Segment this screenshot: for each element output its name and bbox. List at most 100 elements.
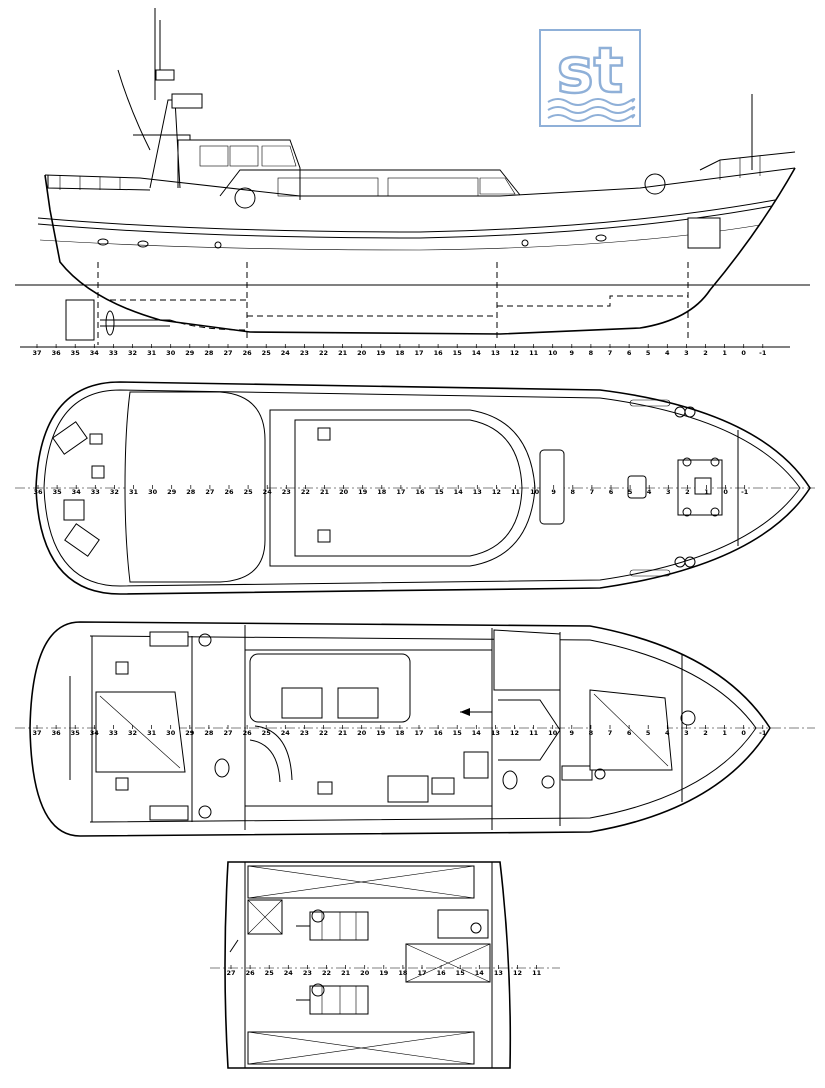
frame-number: 20 <box>357 349 367 357</box>
frame-number: 7 <box>608 729 613 737</box>
generator <box>437 909 489 939</box>
frame-number: 20 <box>360 969 370 977</box>
frame-number: 31 <box>147 349 157 357</box>
frame-number: 28 <box>204 349 214 357</box>
wheelhouse-window <box>261 145 297 167</box>
deck-chair <box>64 523 100 557</box>
frame-number: 17 <box>417 969 426 977</box>
rubbing-strake <box>37 199 776 233</box>
frame-number: 31 <box>129 488 139 496</box>
aft-bulwark <box>47 175 151 191</box>
washbasin <box>541 775 555 789</box>
saloon-window <box>277 177 379 197</box>
rubbing-strake-lower <box>37 205 773 239</box>
frame-number: 17 <box>414 349 423 357</box>
generator-pulley <box>470 922 482 934</box>
frame-number: 29 <box>185 349 195 357</box>
companionway-stair <box>249 739 281 783</box>
generator-tank <box>405 943 491 983</box>
frame-number: -1 <box>759 349 767 357</box>
nightstand <box>115 777 129 791</box>
frame-number: 6 <box>627 349 632 357</box>
frame-number: 16 <box>434 729 444 737</box>
frame-number: 18 <box>395 349 405 357</box>
frame-number: 19 <box>379 969 389 977</box>
frame-number: 23 <box>303 969 312 977</box>
frame-number: 22 <box>319 729 328 737</box>
frame-number: 34 <box>90 349 100 357</box>
logo-wave-2 <box>547 106 636 114</box>
frame-number: 20 <box>357 729 367 737</box>
keel-dash <box>169 319 248 331</box>
chine-line <box>39 224 761 251</box>
frame-number: 36 <box>33 488 43 496</box>
companionway-stair <box>254 725 293 781</box>
frame-number: 5 <box>646 729 651 737</box>
bollard <box>710 457 720 467</box>
frame-number: 1 <box>704 488 709 496</box>
bollard <box>682 457 692 467</box>
porthole <box>97 238 109 246</box>
battery-box-cross <box>247 899 283 935</box>
frame-number: 37 <box>32 729 41 737</box>
frame-number: 12 <box>510 729 519 737</box>
fuel-tank-port-cross <box>247 865 475 899</box>
berth-diagonal <box>99 695 181 769</box>
frame-number: 25 <box>244 488 254 496</box>
bollard <box>710 507 720 517</box>
frame-number: 24 <box>281 349 291 357</box>
frame-number: 30 <box>166 349 176 357</box>
accommodation-hull-outline <box>29 621 771 837</box>
aft-cabin-berth <box>95 691 186 773</box>
bollard <box>682 507 692 517</box>
bow-fairlead <box>629 399 671 407</box>
frame-number: 9 <box>570 729 575 737</box>
frame-number: 13 <box>473 488 482 496</box>
frame-number: 36 <box>52 729 62 737</box>
helm-seat <box>317 781 333 795</box>
frame-number: 21 <box>338 729 348 737</box>
frame-number: 34 <box>90 729 100 737</box>
frame-number: 0 <box>741 729 746 737</box>
frame-number: 1 <box>722 729 727 737</box>
frame-number: 4 <box>665 349 670 357</box>
frame-number: 12 <box>510 349 519 357</box>
frame-number: 32 <box>110 488 119 496</box>
frame-number: 2 <box>703 729 708 737</box>
toilet <box>502 770 518 790</box>
berth-diagonal <box>593 693 669 767</box>
engine-pulley <box>311 909 325 923</box>
frame-number: 5 <box>646 349 651 357</box>
frame-number: -1 <box>759 729 767 737</box>
cleat <box>684 556 696 568</box>
hull-outline <box>44 167 796 335</box>
deck-bulwark-inner <box>43 389 801 587</box>
frame-number: 12 <box>492 488 501 496</box>
frame-number: 25 <box>265 969 275 977</box>
sheer-line <box>44 167 796 197</box>
frame-number: 19 <box>376 349 386 357</box>
frame-number: 21 <box>338 349 348 357</box>
frame-number: 10 <box>548 729 558 737</box>
engine-starboard <box>296 983 369 1015</box>
deck-stool <box>89 433 103 445</box>
frame-number: 3 <box>684 349 689 357</box>
frame-number: 29 <box>167 488 177 496</box>
fuel-tank-port <box>247 865 475 899</box>
cleat <box>674 406 686 418</box>
washbasin <box>594 768 606 780</box>
flybridge-roof <box>124 391 266 583</box>
frame-number: 26 <box>243 729 253 737</box>
saloon-window <box>387 177 479 197</box>
washbasin <box>198 633 212 647</box>
nightstand <box>115 661 129 675</box>
frame-number: 27 <box>226 969 235 977</box>
propeller <box>105 310 115 336</box>
frame-number: 17 <box>414 729 423 737</box>
deck-chair <box>52 421 88 455</box>
frame-number: 4 <box>665 729 670 737</box>
frame-number: 14 <box>475 969 485 977</box>
frame-number: 14 <box>472 729 482 737</box>
frame-number: 24 <box>281 729 291 737</box>
